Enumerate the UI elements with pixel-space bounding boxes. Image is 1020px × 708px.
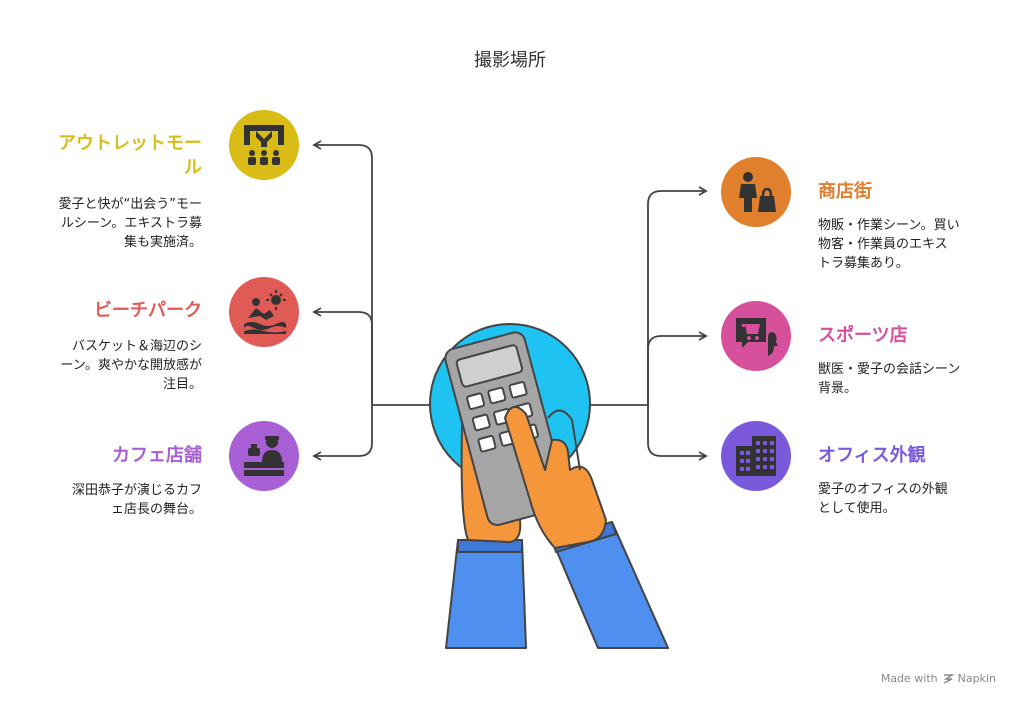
office-desc-line2: として使用。 [818,501,896,516]
cafe-description: 深田恭子が演じるカフ ェ店長の舞台。 [20,481,202,519]
mall-icon [244,125,284,165]
beach-desc-line3: 注目。 [162,377,202,392]
arrow-to-shopping [647,186,708,405]
office-heading: オフィス外観 [818,445,926,466]
office-badge [721,421,791,491]
beach-description: バスケット＆海辺のシ ーン。爽やかな開放感が 注目。 [20,337,202,394]
shopping-desc-line2: 物客・作業員のエキス [818,237,948,252]
beach-icon [244,290,286,334]
right-connectors [590,186,708,461]
mall-desc-line3: 集も実施済。 [123,235,202,250]
cafe-badge [229,421,299,491]
mall-badge [229,110,299,180]
mall-description: 愛子と快が“出会う”モー ルシーン。エキストラ募 集も実施済。 [20,195,202,252]
sports-store-description: 獣医・愛子の会話シーン 背景。 [818,360,1008,398]
cafe-icon [244,436,284,476]
shopping-description: 物販・作業シーン。買い 物客・作業員のエキス トラ募集あり。 [818,216,1008,273]
office-desc-line1: 愛子のオフィスの外観 [818,482,948,497]
mall-heading-line2: ル [184,157,202,178]
shopping-icon [739,172,776,212]
arrow-to-cafe [312,405,373,461]
cafe-desc-line1: 深田恭子が演じるカフ [71,483,202,498]
shopping-desc-line1: 物販・作業シーン。買い [818,218,960,233]
shopping-desc-line3: トラ募集あり。 [818,256,909,271]
shopping-badge [721,157,791,227]
napkin-logo-icon [943,673,954,684]
beach-desc-line1: バスケット＆海辺のシ [71,339,202,354]
shopping-heading: 商店街 [818,181,872,202]
beach-badge [229,277,299,347]
mall-desc-line2: ルシーン。エキストラ募 [60,216,202,231]
mall-heading-line1: アウトレットモー [58,133,202,154]
sports-store-icon [736,318,778,356]
napkin-brand-label: Napkin [957,672,996,685]
office-description: 愛子のオフィスの外観 として使用。 [818,480,1008,518]
beach-desc-line2: ーン。爽やかな開放感が [60,358,202,373]
beach-heading: ビーチパーク [94,300,202,321]
hand-calculator-illustration [429,323,669,649]
cafe-heading: カフェ店舗 [112,445,202,466]
arrow-to-sports [647,331,708,405]
mall-desc-line1: 愛子と快が“出会う”モー [58,197,202,212]
sports-store-desc-line1: 獣医・愛子の会話シーン [818,362,961,377]
arrow-to-mall [312,140,373,405]
left-connectors [312,140,430,461]
sports-store-desc-line2: 背景。 [818,381,858,396]
made-with-label: Made with [880,672,938,685]
sports-store-heading: スポーツ店 [818,325,908,346]
mall-heading: アウトレットモー ル [20,132,202,180]
diagram-title: 撮影場所 [474,50,546,71]
arrow-to-beach [312,307,373,405]
office-icon [736,436,776,476]
arrow-to-office [647,405,708,461]
cafe-desc-line2: ェ店長の舞台。 [110,502,202,517]
sports-store-badge [721,301,791,371]
napkin-watermark[interactable]: Made with Napkin [881,672,996,685]
